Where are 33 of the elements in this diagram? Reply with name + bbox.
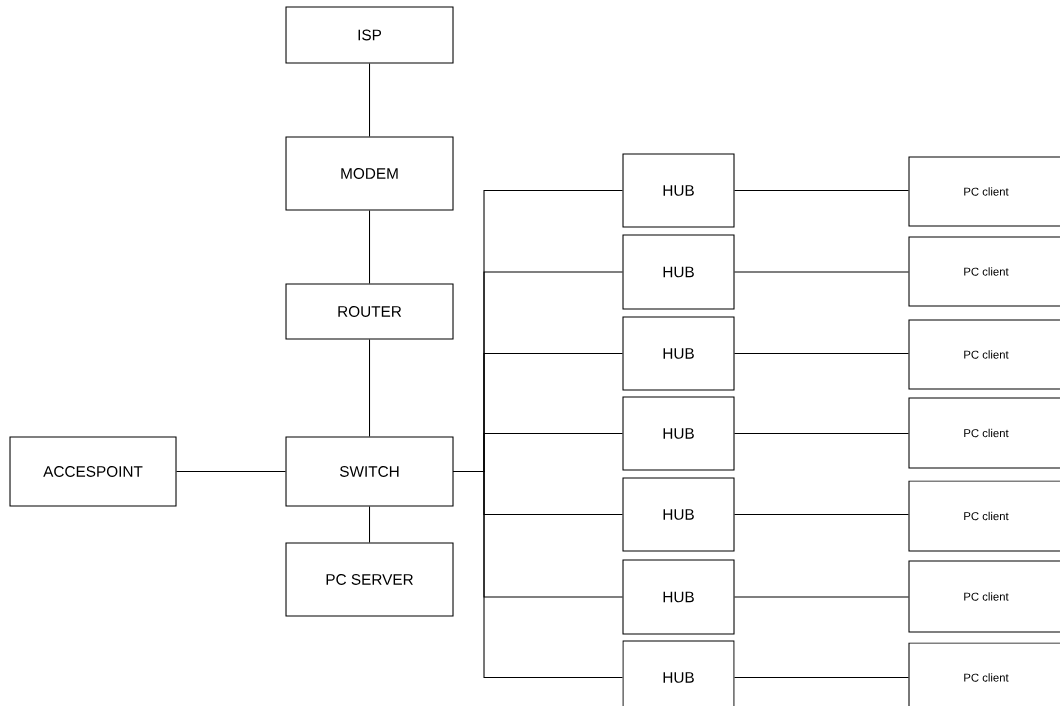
connector-line: [734, 432, 909, 435]
hub-box: HUB: [622, 559, 735, 635]
connector-line: [453, 470, 623, 679]
connector-line: [368, 339, 371, 437]
client-box: PC client: [908, 236, 1060, 307]
client-box: PC client: [908, 397, 1060, 469]
device-box: SWITCH: [285, 436, 454, 507]
connector-line: [734, 189, 909, 192]
device-box: ACCESPOINT: [9, 436, 177, 507]
device-box: PC SERVER: [285, 542, 454, 617]
client-box: PC client: [908, 156, 1060, 227]
connector-line: [368, 210, 371, 284]
hub-box: HUB: [622, 316, 735, 391]
connector-line: [734, 513, 909, 516]
connector-line: [734, 352, 909, 355]
connector-line: [368, 506, 371, 543]
device-box: MODEM: [285, 136, 454, 211]
hub-box: HUB: [622, 477, 735, 552]
hub-box: HUB: [622, 396, 735, 471]
client-box: PC client: [908, 480, 1060, 552]
hub-box: HUB: [622, 640, 735, 706]
client-box: PC client: [908, 642, 1060, 706]
connector-line: [734, 596, 909, 598]
hub-box: HUB: [622, 234, 735, 310]
device-box: ROUTER: [285, 283, 454, 340]
device-box: ISP: [285, 6, 454, 64]
client-box: PC client: [908, 319, 1060, 390]
connector-line: [734, 676, 909, 679]
connector-line: [176, 470, 286, 473]
connector-line: [734, 271, 909, 273]
client-box: PC client: [908, 560, 1060, 633]
connector-line: [368, 63, 371, 137]
hub-box: HUB: [622, 153, 735, 228]
